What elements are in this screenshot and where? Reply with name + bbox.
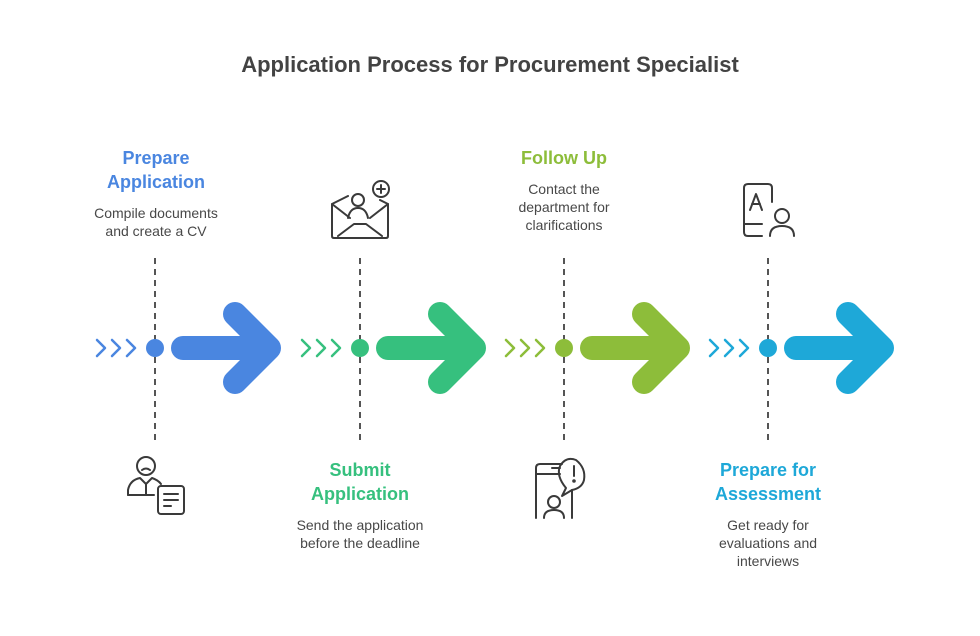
arrow-right-icon (580, 302, 690, 394)
chevron-icon (519, 338, 531, 358)
step-2-dot (351, 339, 369, 357)
step-4-description-line: Get ready for (727, 517, 809, 533)
test-person-icon (743, 183, 795, 237)
step-1-label: Prepare Application Compile documents an… (66, 146, 246, 240)
step-1-description: Compile documents and create a CV (66, 204, 246, 240)
chevron-icon (504, 338, 516, 358)
step-2-description-line: before the deadline (300, 535, 420, 551)
step-2-description-line: Send the application (296, 517, 424, 533)
phone-person-alert-icon (535, 457, 586, 519)
arrow-right-icon (171, 302, 281, 394)
step-1-dot (146, 339, 164, 357)
step-1-description-line: Compile documents (94, 205, 218, 221)
step-2-label: Submit Application Send the application … (270, 458, 450, 552)
chevron-icon (723, 338, 735, 358)
step-3-description-line: department for (518, 199, 610, 215)
diagram-title: Application Process for Procurement Spec… (241, 52, 739, 77)
step-1-heading: Prepare Application (66, 146, 246, 194)
step-1-description-line: and create a CV (105, 223, 207, 239)
arrow-right-icon (376, 302, 486, 394)
chevron-icon (95, 338, 107, 358)
step-3-heading-line: Follow Up (521, 148, 607, 168)
step-2-heading: Submit Application (270, 458, 450, 506)
person-document-icon (127, 456, 185, 515)
step-2-description: Send the application before the deadline (270, 516, 450, 552)
chevron-icon (315, 338, 327, 358)
step-3-heading: Follow Up (474, 146, 654, 170)
step-4-heading: Prepare for Assessment (678, 458, 858, 506)
step-3-dot (555, 339, 573, 357)
chevron-icon (110, 338, 122, 358)
envelope-person-add-icon (331, 180, 390, 239)
chevron-icon (708, 338, 720, 358)
chevron-icon (534, 338, 546, 358)
step-3-description-line: Contact the (528, 181, 600, 197)
chevron-icon (300, 338, 312, 358)
step-3-label: Follow Up Contact the department for cla… (474, 146, 654, 234)
step-4-description-line: evaluations and (718, 535, 818, 551)
step-3-description: Contact the department for clarification… (474, 180, 654, 234)
arrow-right-icon (784, 302, 894, 394)
step-4-label: Prepare for Assessment Get ready for eva… (678, 458, 858, 570)
chevron-icon (738, 338, 750, 358)
step-4-heading-line: Assessment (714, 484, 822, 504)
chevron-icon (330, 338, 342, 358)
step-1-heading-line: Application (107, 172, 205, 192)
step-4-description: Get ready for evaluations and interviews (678, 516, 858, 570)
step-4-heading-line: Prepare for (719, 460, 817, 480)
step-4-description-line: interviews (736, 553, 800, 569)
step-2-heading-line: Submit (329, 460, 391, 480)
step-1-heading-line: Prepare (122, 148, 190, 168)
step-3-description-line: clarifications (525, 217, 603, 233)
step-4-dot (759, 339, 777, 357)
step-2-heading-line: Application (311, 484, 409, 504)
chevron-icon (125, 338, 137, 358)
